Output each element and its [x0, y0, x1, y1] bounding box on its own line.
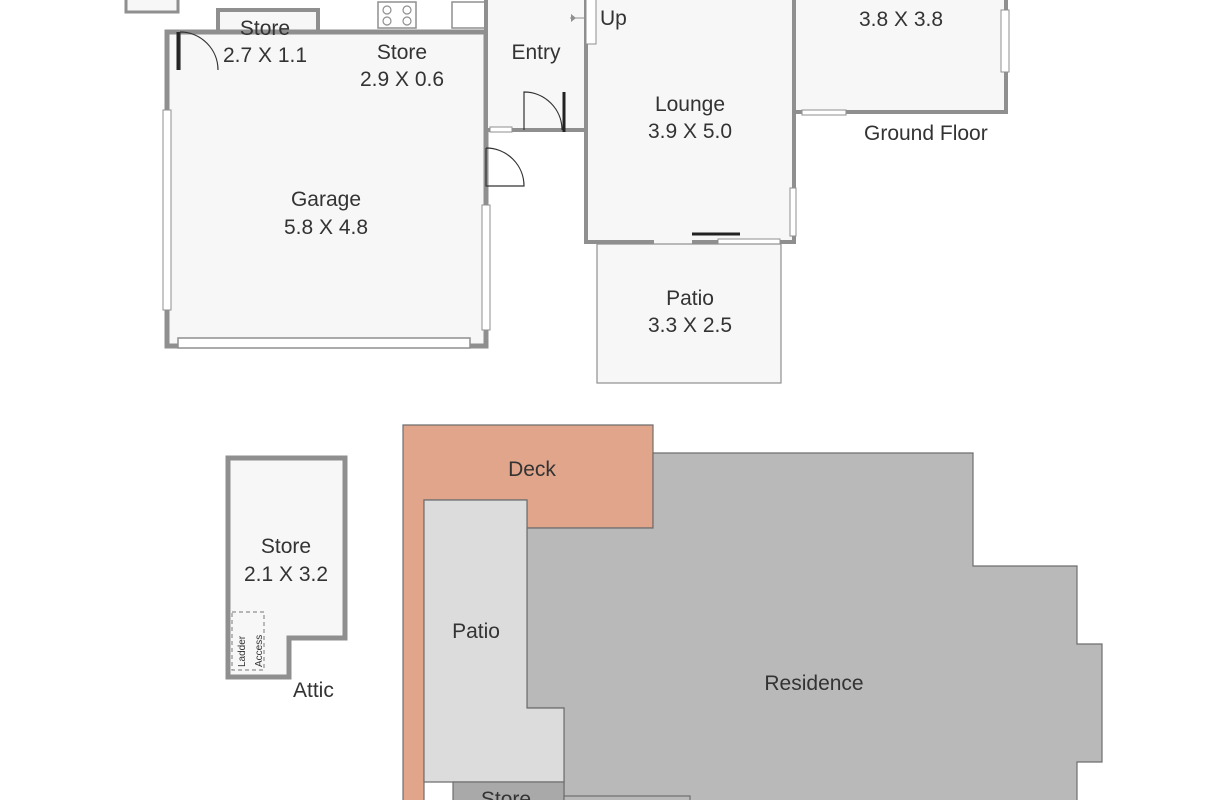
label-lounge-size: 3.9 X 5.0: [648, 120, 732, 143]
label-store-small-name: Store: [240, 17, 290, 40]
ground-floor-plan: Store 2.7 X 1.1 Store 2.9 X 0.6 Entry Up…: [124, 0, 1010, 384]
label-access: Access: [254, 635, 265, 667]
door-swing-garage: [485, 147, 525, 187]
label-attic-store-size: 2.1 X 3.2: [244, 563, 328, 586]
label-entry: Entry: [511, 41, 561, 64]
garage-door: [177, 337, 471, 349]
room-patio: [596, 243, 782, 384]
room-entry: [484, 0, 588, 132]
garage-window: [162, 109, 172, 311]
label-lounge-name: Lounge: [655, 93, 725, 116]
ladder-access: [231, 611, 265, 671]
label-stair-up: Up: [600, 7, 627, 30]
room-lounge: [584, 0, 796, 244]
label-patio-size: 3.3 X 2.5: [648, 314, 732, 337]
label-deck: Deck: [508, 458, 556, 481]
label-store-small-size: 2.7 X 1.1: [223, 44, 307, 67]
label-residence: Residence: [764, 672, 863, 695]
label-bed-size: 3.8 X 3.8: [859, 8, 943, 31]
label-garage-name: Garage: [291, 188, 361, 211]
attic-caption: Attic: [293, 679, 334, 702]
label-ladder: Ladder: [237, 635, 248, 667]
label-attic-store-name: Store: [261, 535, 311, 558]
room-top-left-partial: [124, 0, 180, 14]
site-plan: Deck Patio Residence Store: [402, 424, 1103, 800]
room-bed: [792, 0, 1008, 114]
garage-window-right: [481, 204, 491, 331]
area-patio: [423, 499, 565, 783]
door-swing-store: [179, 31, 219, 71]
label-store-middle-name: Store: [377, 41, 427, 64]
label-site-store: Store: [481, 788, 531, 800]
room-attic-store: [225, 455, 348, 680]
area-outbuilding: [563, 795, 691, 800]
label-site-patio: Patio: [452, 620, 500, 643]
room-garage: [164, 29, 489, 349]
door-swing-entry: [523, 91, 563, 131]
cabinet: [451, 1, 487, 29]
attic-plan: Ladder Access Store 2.1 X 3.2 Attic: [225, 455, 348, 702]
ground-floor-caption: Ground Floor: [864, 122, 988, 145]
label-store-middle-size: 2.9 X 0.6: [360, 68, 444, 91]
stair-rail: [585, 0, 597, 45]
label-garage-size: 5.8 X 4.8: [284, 216, 368, 239]
label-patio-name: Patio: [666, 287, 714, 310]
